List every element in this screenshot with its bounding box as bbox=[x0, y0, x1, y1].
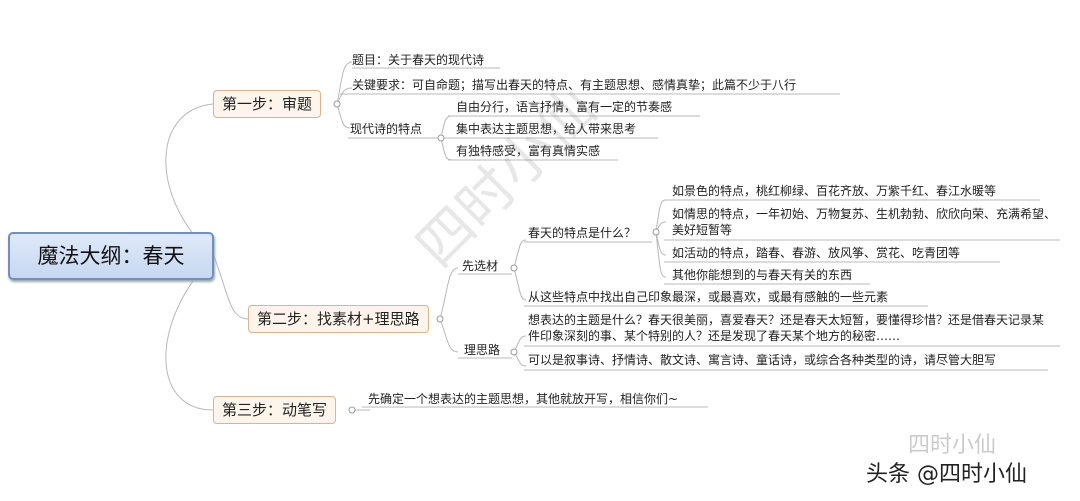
step3-note: 先确定一个想表达的主题思想，其他就放开写，相信你们~ bbox=[368, 392, 679, 406]
step1-topic: 题目：关于春天的现代诗 bbox=[352, 53, 485, 67]
material-answer: 如活动的特点，踏春、春游、放风筝、赏花、吃青团等 bbox=[672, 246, 961, 260]
material-answer: 其他你能想到的与春天有关的东西 bbox=[672, 268, 853, 282]
thought-label: 理思路 bbox=[464, 343, 501, 357]
credit-text: 头条 @四时小仙 bbox=[866, 462, 1027, 487]
feature-item: 有独特感受，富有真情实感 bbox=[456, 144, 601, 158]
step1-features-label: 现代诗的特点 bbox=[350, 122, 423, 136]
root-node[interactable]: 魔法大纲：春天 bbox=[8, 232, 214, 280]
step1-requirement: 关键要求：可自命题；描写出春天的特点、有主题思想、感情真挚；此篇不少于八行 bbox=[352, 78, 797, 92]
material-answer: 如景色的特点，桃红柳绿、百花齐放、万紫千红、春江水暖等 bbox=[672, 184, 997, 198]
ghost-watermark: 四时小仙 bbox=[908, 433, 997, 458]
step1-node[interactable]: 第一步：审题 bbox=[213, 90, 322, 118]
feature-item: 集中表达主题思想，给人带来思考 bbox=[456, 122, 637, 136]
material-label: 先选材 bbox=[462, 259, 499, 273]
step2-node[interactable]: 第二步：找素材+理思路 bbox=[248, 305, 429, 333]
material-answer: 如情思的特点，一年初始、万物复苏、生机勃勃、欣欣向荣、充满希望、美好短暂等 bbox=[672, 207, 1057, 237]
thought-item: 可以是叙事诗、抒情诗、散文诗、寓言诗、童话诗，或综合各种类型的诗，请尽管大胆写 bbox=[528, 353, 997, 367]
feature-item: 自由分行，语言抒情，富有一定的节奏感 bbox=[456, 100, 673, 114]
material-question: 春天的特点是什么？ bbox=[528, 226, 637, 240]
step3-node[interactable]: 第三步：动笔写 bbox=[213, 396, 337, 424]
material-pick: 从这些特点中找出自己印象最深，或最喜欢，或最有感触的一些元素 bbox=[528, 290, 889, 304]
thought-item: 想表达的主题是什么？春天很美丽，喜爱春天？还是春天太短暂，要懂得珍惜？还是借春天… bbox=[528, 313, 1045, 343]
